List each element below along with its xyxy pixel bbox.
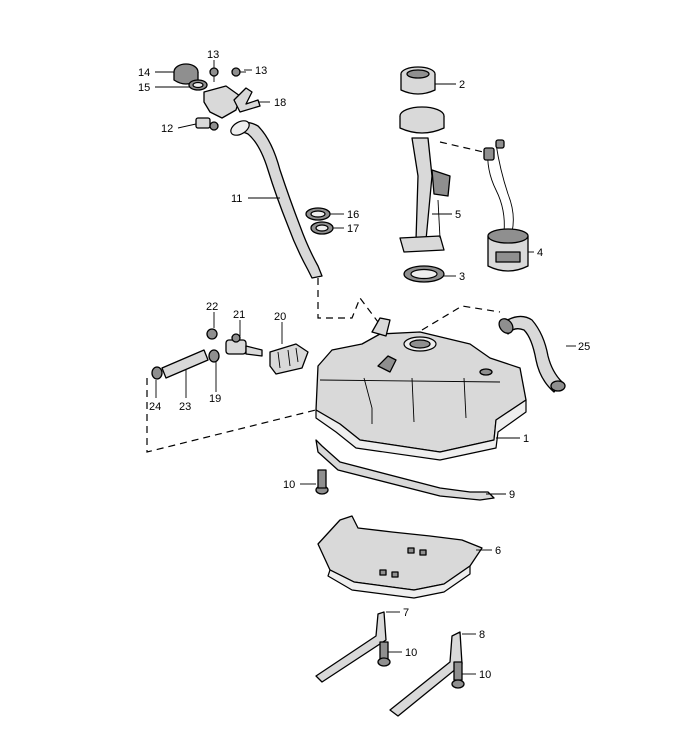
filler-neck-assembly: [173, 63, 334, 279]
sender-unit-assembly: [399, 66, 529, 283]
check-valve-21: [225, 333, 263, 357]
bolt-10b: [377, 641, 391, 667]
clamp-22: [206, 328, 218, 340]
mounting-hardware: [315, 439, 495, 717]
callout-6: 6: [495, 545, 501, 557]
callout-10-middle: 10: [405, 647, 417, 659]
level-sender-5: [399, 106, 451, 253]
dashed-connection-lines: [146, 141, 501, 453]
bolt-10a: [315, 469, 329, 495]
callout-3: 3: [459, 271, 465, 283]
tension-strap-9: [315, 439, 495, 501]
callout-16: 16: [347, 209, 359, 221]
clamp-19: [208, 349, 220, 363]
callout-15: 15: [138, 82, 150, 94]
callout-8: 8: [479, 629, 485, 641]
callout-13-top: 13: [207, 49, 219, 61]
callout-1: 1: [523, 433, 529, 445]
callout-20: 20: [274, 311, 286, 323]
callout-17: 17: [347, 223, 359, 235]
callout-7: 7: [403, 607, 409, 619]
leader-lines: [155, 60, 576, 675]
callout-25: 25: [578, 341, 590, 353]
tension-strap-8: [389, 631, 463, 717]
fuel-tank-1: [315, 317, 527, 461]
callout-11: 11: [231, 193, 242, 205]
bracket-18: [233, 87, 261, 113]
tank-cap-2: [400, 66, 436, 95]
breather-valve: [195, 117, 219, 131]
callout-12: 12: [161, 123, 173, 135]
callout-14: 14: [138, 67, 150, 79]
callout-9: 9: [509, 489, 515, 501]
callout-24: 24: [149, 401, 161, 413]
bolt-10c: [451, 661, 465, 689]
callout-21: 21: [233, 309, 245, 321]
vent-hose-25: [498, 315, 566, 393]
screw-13b: [231, 67, 246, 77]
callout-labels: 14 15 12 13 13 18 11 16 17 2 5 4 3 22 21…: [138, 49, 590, 681]
tension-strap-7: [315, 611, 387, 683]
callout-23: 23: [179, 401, 191, 413]
fuel-pump-4: [483, 139, 529, 272]
callout-5: 5: [455, 209, 461, 221]
callout-2: 2: [459, 79, 465, 91]
hose-23: [161, 349, 209, 379]
callout-19: 19: [209, 393, 221, 405]
callout-18: 18: [274, 97, 286, 109]
evap-line-parts: [151, 328, 309, 380]
filler-housing: [203, 85, 241, 119]
filler-tube: [231, 121, 323, 279]
callout-22: 22: [206, 301, 218, 313]
callout-10-upper: 10: [283, 479, 295, 491]
callout-4: 4: [537, 247, 543, 259]
callout-10-lower: 10: [479, 669, 491, 681]
callout-13-right: 13: [255, 65, 267, 77]
clamp-24: [151, 366, 163, 380]
screw-13a: [209, 67, 219, 82]
